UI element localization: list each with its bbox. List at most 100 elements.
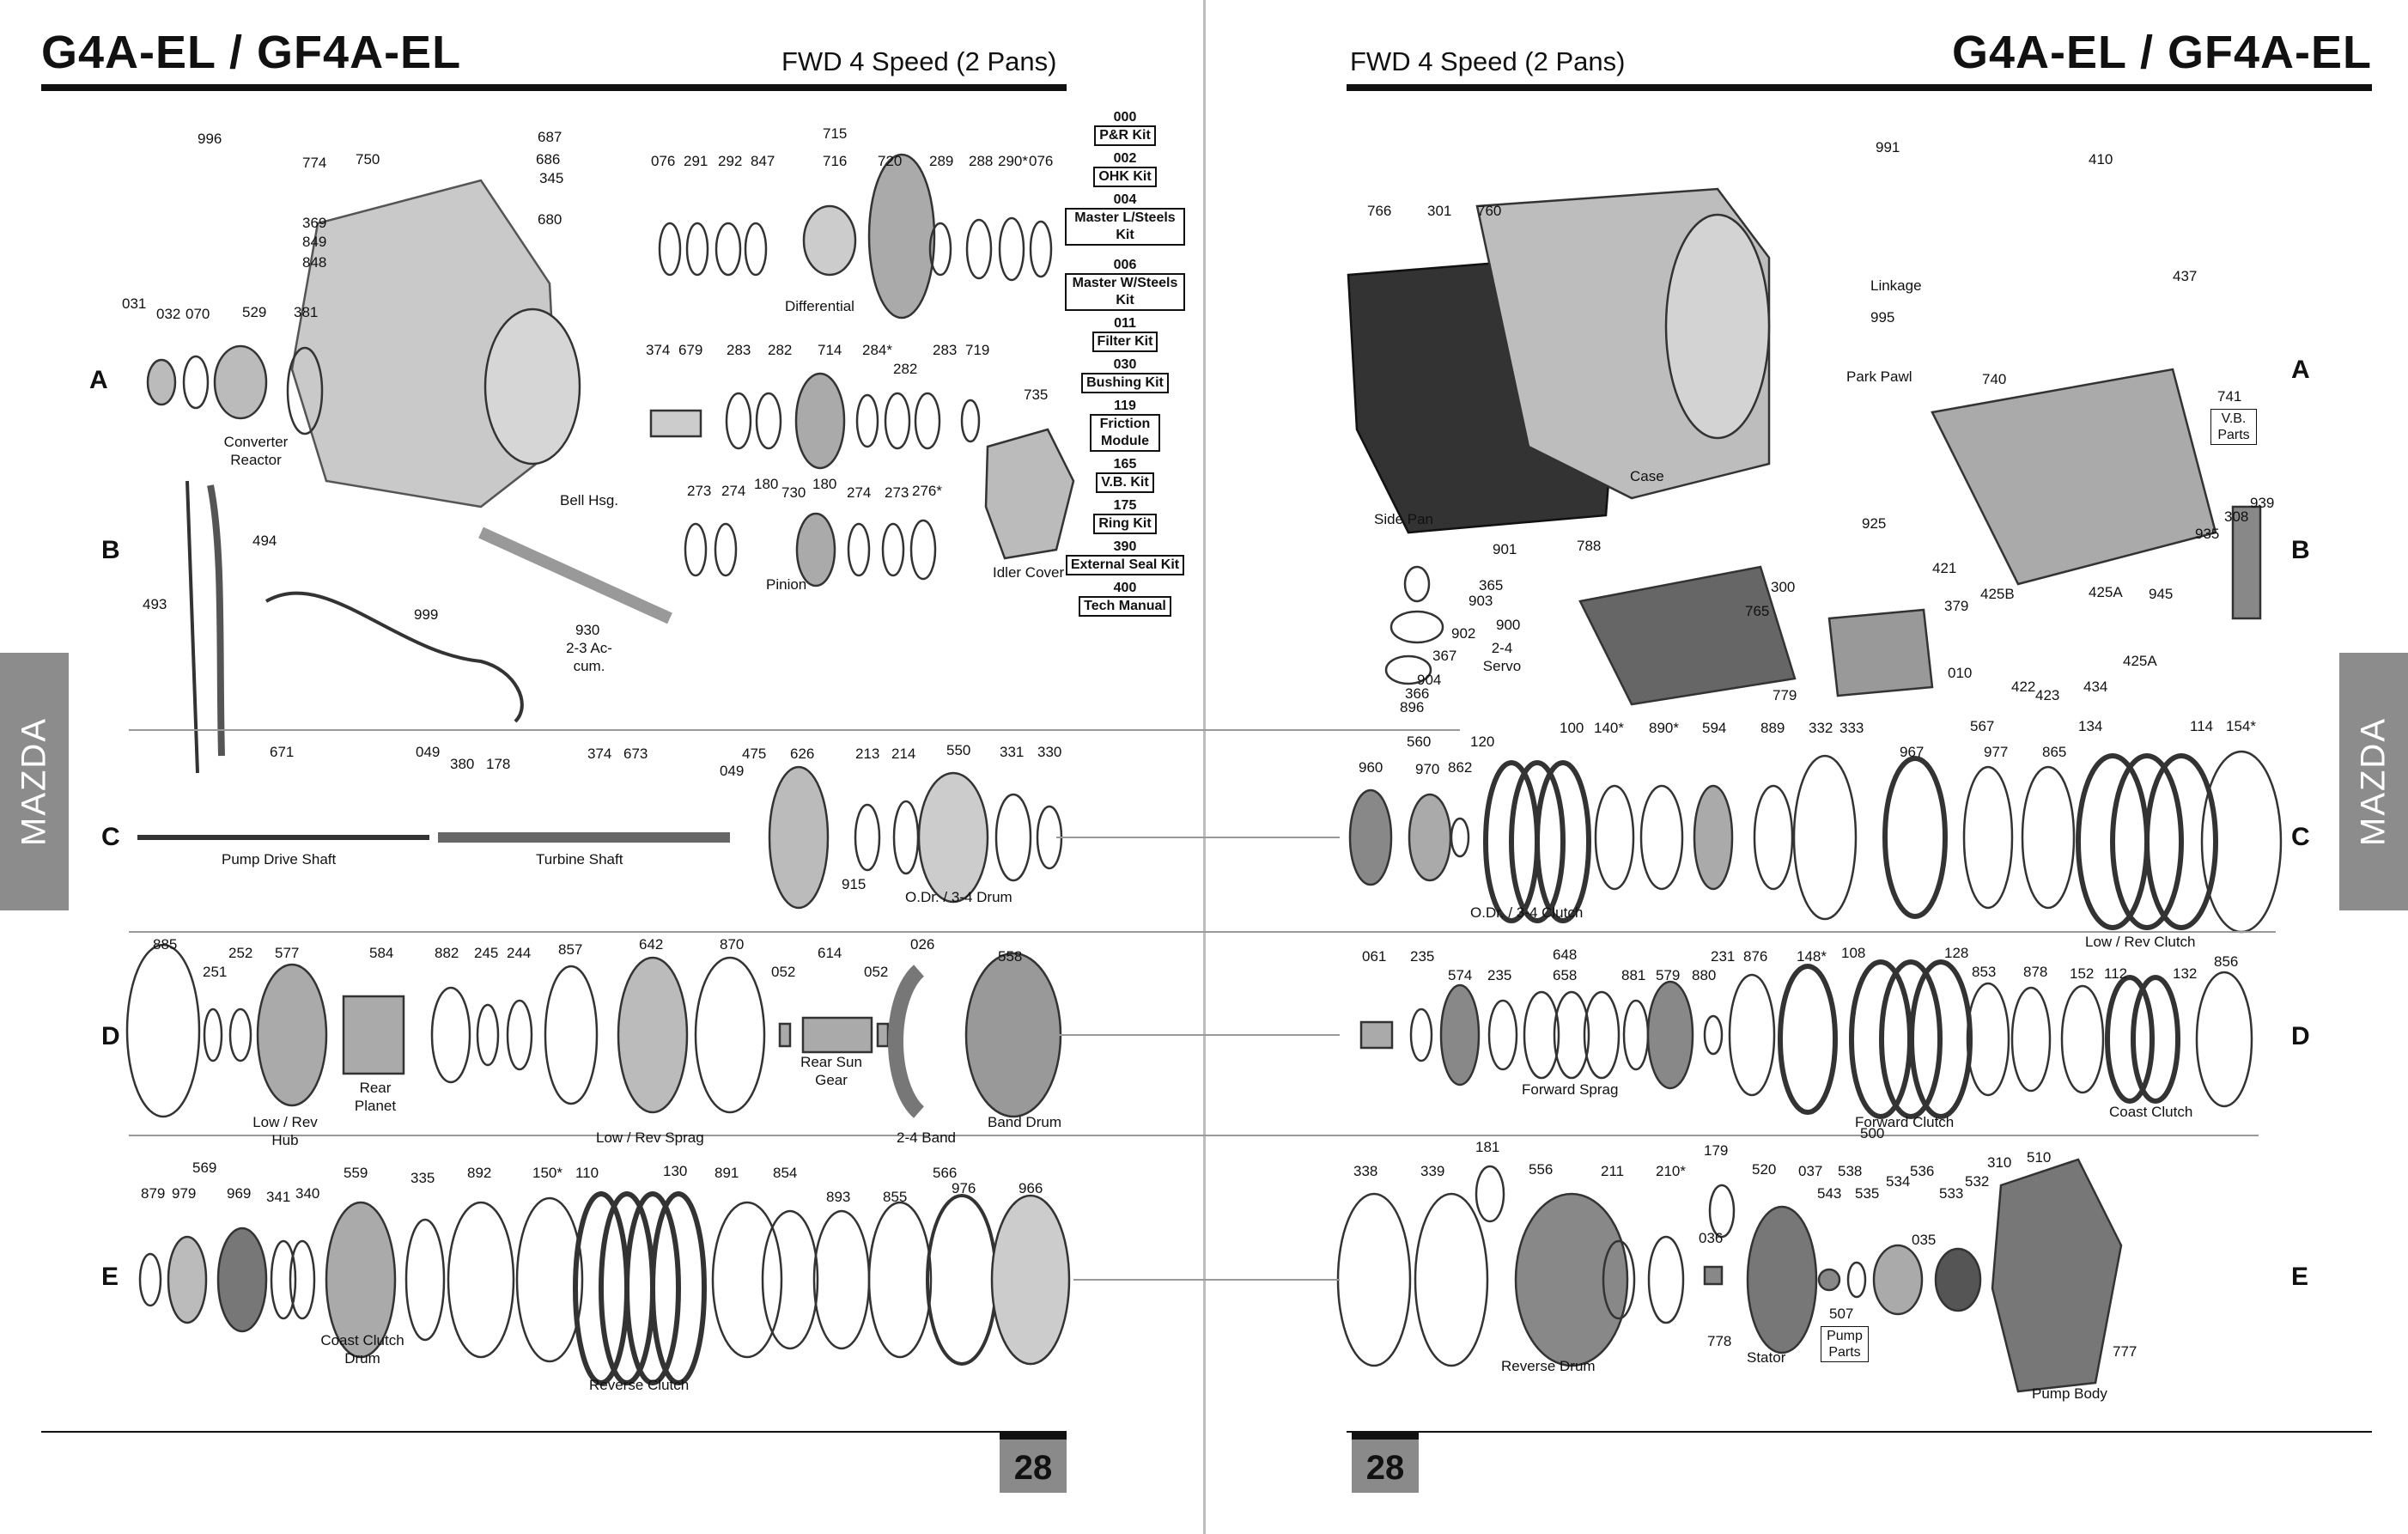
page-subtitle: FWD 4 Speed (2 Pans) bbox=[781, 46, 1057, 76]
part-number: 925 bbox=[1862, 515, 1887, 532]
part-number: 901 bbox=[1493, 541, 1517, 557]
bell-housing-bore bbox=[483, 307, 581, 466]
row-letter-d: D bbox=[2291, 1022, 2310, 1050]
part-number: 532 bbox=[1965, 1173, 1990, 1190]
part-number: 288 bbox=[969, 153, 994, 169]
part-number: 052 bbox=[771, 964, 796, 980]
part-number: 538 bbox=[1838, 1163, 1863, 1179]
part-number: 332 bbox=[1809, 720, 1833, 736]
part-number: 996 bbox=[198, 131, 222, 147]
drum-626-shape bbox=[768, 765, 830, 910]
part-number: 423 bbox=[2035, 687, 2060, 703]
part-number: 493 bbox=[143, 596, 167, 612]
part-number: 213 bbox=[855, 746, 880, 762]
part-number: 211 bbox=[1601, 1163, 1625, 1179]
part-number: 231 bbox=[1711, 948, 1736, 965]
part-number: 560 bbox=[1407, 734, 1432, 750]
part-number: 178 bbox=[486, 756, 511, 772]
part-number: 848 bbox=[302, 254, 327, 271]
reverse-drum-shape bbox=[1514, 1192, 1629, 1367]
part-number: 366 bbox=[1405, 685, 1430, 702]
part-number: 579 bbox=[1656, 967, 1681, 983]
part-number: 061 bbox=[1362, 948, 1387, 965]
part-number: 714 bbox=[818, 342, 842, 358]
filter-shape bbox=[1827, 608, 1934, 697]
pinion-shape bbox=[795, 512, 836, 587]
part-number: 740 bbox=[1982, 371, 2007, 387]
page-title: G4A-EL / GF4A-EL bbox=[41, 27, 462, 78]
part-number: 774 bbox=[302, 155, 327, 171]
part-number: 031 bbox=[122, 295, 147, 312]
low-rev-sprag-shape bbox=[617, 956, 689, 1114]
part-number: 282 bbox=[893, 361, 918, 377]
converter-reactor-shape bbox=[213, 344, 268, 420]
part-number: 903 bbox=[1469, 593, 1493, 609]
part-number: 876 bbox=[1743, 948, 1768, 965]
part-number: 960 bbox=[1359, 759, 1383, 776]
part-number: 569 bbox=[192, 1160, 217, 1176]
part-number: 735 bbox=[1024, 387, 1049, 403]
coast-clutch-drum-shape bbox=[325, 1201, 397, 1359]
row-letter-a: A bbox=[89, 366, 108, 394]
part-number: 037 bbox=[1798, 1163, 1823, 1179]
part-number: 421 bbox=[1932, 560, 1957, 576]
part-label: Case bbox=[1630, 468, 1664, 484]
part-number: 680 bbox=[538, 211, 562, 228]
coast-clutch-shape bbox=[2131, 975, 2180, 1104]
part-number: 120 bbox=[1470, 734, 1495, 750]
part-number: 535 bbox=[1855, 1185, 1880, 1202]
part-number: 235 bbox=[1487, 967, 1512, 983]
part-label: Park Pawl bbox=[1846, 368, 1912, 385]
part-number: 778 bbox=[1707, 1333, 1732, 1349]
part-number: 379 bbox=[1944, 598, 1969, 614]
part-number: 244 bbox=[507, 945, 532, 961]
part-number: 100 bbox=[1560, 720, 1584, 736]
part-number: 862 bbox=[1448, 759, 1473, 776]
part-number: 274 bbox=[847, 484, 872, 501]
part-number: 308 bbox=[2224, 508, 2249, 525]
part-number: 679 bbox=[678, 342, 703, 358]
right-page: G4A-EL / GF4A-EL FWD 4 Speed (2 Pans) 28… bbox=[1204, 0, 2408, 1534]
forward-clutch-shape bbox=[1909, 959, 1973, 1119]
part-number: 779 bbox=[1773, 687, 1797, 703]
part-number: 291 bbox=[684, 153, 708, 169]
part-number: 766 bbox=[1367, 203, 1392, 219]
part-number: 889 bbox=[1760, 720, 1785, 736]
part-number: 049 bbox=[720, 763, 745, 779]
pump-parts-label: Pump Parts bbox=[1821, 1326, 1869, 1362]
part-number: 896 bbox=[1400, 699, 1425, 715]
part-number: 283 bbox=[933, 342, 958, 358]
part-label: Turbine Shaft bbox=[536, 851, 623, 867]
part-number: 556 bbox=[1529, 1161, 1554, 1178]
part-number: 150* bbox=[532, 1165, 562, 1181]
part-number: 252 bbox=[228, 945, 253, 961]
part-number: 052 bbox=[864, 964, 889, 980]
part-number: 154* bbox=[2226, 718, 2256, 734]
part-label: 2-4 Servo bbox=[1482, 640, 1522, 674]
part-number: 273 bbox=[885, 484, 909, 501]
part-number: 991 bbox=[1876, 139, 1900, 155]
part-number: 475 bbox=[742, 746, 767, 762]
part-number: 341 bbox=[266, 1189, 291, 1205]
part-label: Linkage bbox=[1870, 277, 1922, 294]
side-tab: MAZDA bbox=[0, 653, 69, 910]
part-label: Pump Drive Shaft bbox=[222, 851, 337, 867]
part-number: 276* bbox=[912, 483, 942, 499]
part-number: 273 bbox=[687, 483, 712, 499]
part-number: 574 bbox=[1448, 967, 1473, 983]
part-number: 507 bbox=[1829, 1306, 1854, 1322]
part-number: 529 bbox=[242, 304, 267, 320]
part-number: 584 bbox=[369, 945, 394, 961]
part-number: 335 bbox=[410, 1170, 435, 1186]
part-number: 853 bbox=[1972, 964, 1997, 980]
part-number: 976 bbox=[952, 1180, 976, 1196]
vb-parts-label: V.B. Parts bbox=[2210, 409, 2257, 445]
pump-body-shape bbox=[1991, 1158, 2123, 1393]
part-number: 274 bbox=[721, 483, 746, 499]
part-number: 720 bbox=[878, 153, 903, 169]
part-label: Converter Reactor bbox=[223, 434, 289, 468]
part-number: 381 bbox=[294, 304, 319, 320]
